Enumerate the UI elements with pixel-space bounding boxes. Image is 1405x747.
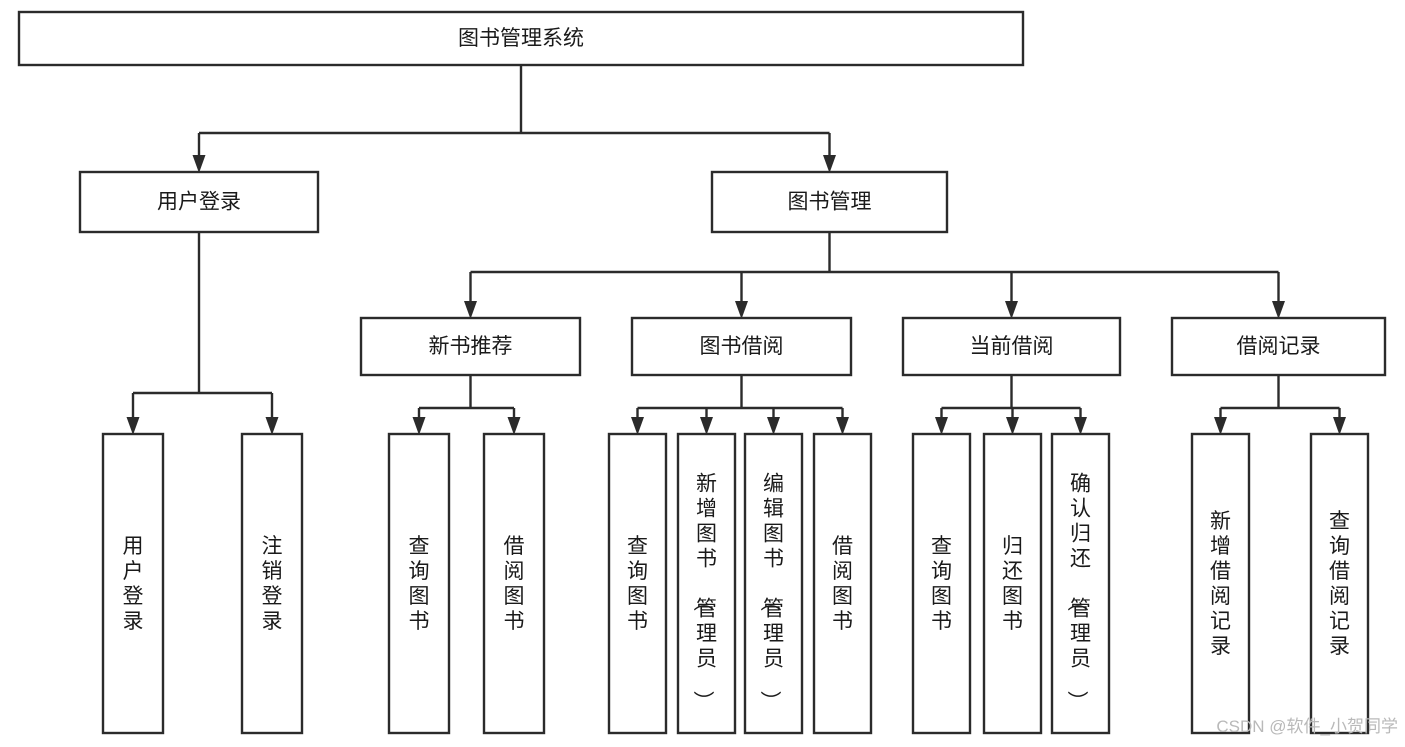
- node-label: 借阅记录: [1237, 335, 1321, 358]
- node-label: 查询图书: [931, 535, 952, 633]
- node-box[interactable]: [607, 432, 668, 735]
- node-box[interactable]: [359, 316, 582, 377]
- node-book-mgmt[interactable]: 图书管理: [710, 170, 949, 234]
- node-box[interactable]: [812, 432, 873, 735]
- arrowhead-icon: [126, 417, 140, 435]
- node-leaf-query-book-borrow[interactable]: 查询图书: [607, 432, 668, 735]
- node-leaf-borrow-book-rec[interactable]: 借阅图书: [482, 432, 546, 735]
- arrowhead-icon: [700, 417, 713, 435]
- node-box[interactable]: [482, 432, 546, 735]
- node-leaf-confirm-return[interactable]: 确认归还（管理员）: [1050, 432, 1111, 735]
- node-label: 新书推荐: [429, 335, 513, 358]
- arrowhead-icon: [1272, 301, 1285, 319]
- node-label: 图书管理: [788, 191, 872, 214]
- arrowhead-icon: [265, 417, 279, 435]
- arrowhead-icon: [192, 155, 206, 173]
- node-box[interactable]: [710, 170, 949, 234]
- node-label: 确认归还（管理员）: [1065, 473, 1091, 712]
- connector-group-book_borrow: [631, 375, 849, 435]
- node-leaf-query-record[interactable]: 查询借阅记录: [1309, 432, 1370, 735]
- node-leaf-user-logout[interactable]: 注销登录: [240, 432, 304, 735]
- node-box[interactable]: [387, 432, 451, 735]
- watermark-label: CSDN @软件_小贺同学: [1216, 717, 1398, 736]
- arrowhead-icon: [1333, 417, 1346, 435]
- node-box[interactable]: [1309, 432, 1370, 735]
- arrowhead-icon: [823, 155, 836, 173]
- node-label: 新增借阅记录: [1210, 510, 1231, 658]
- node-leaf-query-book-rec[interactable]: 查询图书: [387, 432, 451, 735]
- node-box[interactable]: [676, 432, 737, 735]
- node-box[interactable]: [101, 432, 165, 735]
- node-label: 新增图书（管理员）: [691, 473, 717, 712]
- node-box[interactable]: [78, 170, 320, 234]
- node-box[interactable]: [1050, 432, 1111, 735]
- node-box[interactable]: [630, 316, 853, 377]
- node-label: 借阅图书: [504, 535, 525, 633]
- arrowhead-icon: [631, 417, 644, 435]
- node-root[interactable]: 图书管理系统: [17, 10, 1025, 67]
- node-box[interactable]: [982, 432, 1043, 735]
- node-label: 归还图书: [1002, 535, 1023, 633]
- node-box[interactable]: [743, 432, 804, 735]
- node-label: 用户登录: [157, 191, 241, 214]
- arrowhead-icon: [1214, 417, 1227, 435]
- node-user-login[interactable]: 用户登录: [78, 170, 320, 234]
- node-borrow-record[interactable]: 借阅记录: [1170, 316, 1387, 377]
- node-label: 借阅图书: [832, 535, 853, 633]
- connector-group-book_mgmt: [464, 232, 1285, 319]
- node-box[interactable]: [911, 432, 972, 735]
- arrowhead-icon: [507, 417, 521, 435]
- node-label: 注销登录: [262, 535, 283, 633]
- node-leaf-user-login[interactable]: 用户登录: [101, 432, 165, 735]
- arrowhead-icon: [735, 301, 748, 319]
- nodes-layer: 图书管理系统用户登录图书管理新书推荐图书借阅当前借阅借阅记录用户登录注销登录查询…: [17, 10, 1387, 735]
- node-box[interactable]: [240, 432, 304, 735]
- arrowhead-icon: [935, 417, 948, 435]
- node-box[interactable]: [1190, 432, 1251, 735]
- connector-group-root: [192, 65, 836, 173]
- connector-group-borrow_record: [1214, 375, 1346, 435]
- arrowhead-icon: [464, 301, 477, 319]
- node-label: 查询图书: [409, 535, 430, 633]
- node-leaf-add-book[interactable]: 新增图书（管理员）: [676, 432, 737, 735]
- connectors-layer: [126, 65, 1346, 435]
- arrowhead-icon: [836, 417, 849, 435]
- node-label: 查询借阅记录: [1329, 510, 1350, 658]
- node-leaf-add-record[interactable]: 新增借阅记录: [1190, 432, 1251, 735]
- node-current-borrow[interactable]: 当前借阅: [901, 316, 1122, 377]
- node-label: 查询图书: [627, 535, 648, 633]
- connector-group-new_book_rec: [412, 375, 521, 435]
- node-book-borrow[interactable]: 图书借阅: [630, 316, 853, 377]
- connector-group-user_login: [126, 232, 279, 435]
- node-box[interactable]: [17, 10, 1025, 67]
- arrowhead-icon: [767, 417, 780, 435]
- node-box[interactable]: [1170, 316, 1387, 377]
- node-leaf-query-book-cur[interactable]: 查询图书: [911, 432, 972, 735]
- node-label: 用户登录: [123, 535, 144, 633]
- arrowhead-icon: [1006, 417, 1019, 435]
- arrowhead-icon: [412, 417, 426, 435]
- node-label: 编辑图书（管理员）: [758, 473, 784, 712]
- arrowhead-icon: [1074, 417, 1087, 435]
- node-leaf-borrow-book[interactable]: 借阅图书: [812, 432, 873, 735]
- node-leaf-return-book[interactable]: 归还图书: [982, 432, 1043, 735]
- connector-group-current_borrow: [935, 375, 1087, 435]
- node-new-book-rec[interactable]: 新书推荐: [359, 316, 582, 377]
- arrowhead-icon: [1005, 301, 1018, 319]
- node-leaf-edit-book[interactable]: 编辑图书（管理员）: [743, 432, 804, 735]
- node-label: 当前借阅: [970, 335, 1054, 358]
- node-label: 图书借阅: [700, 335, 784, 358]
- node-label: 图书管理系统: [458, 27, 584, 50]
- node-box[interactable]: [901, 316, 1122, 377]
